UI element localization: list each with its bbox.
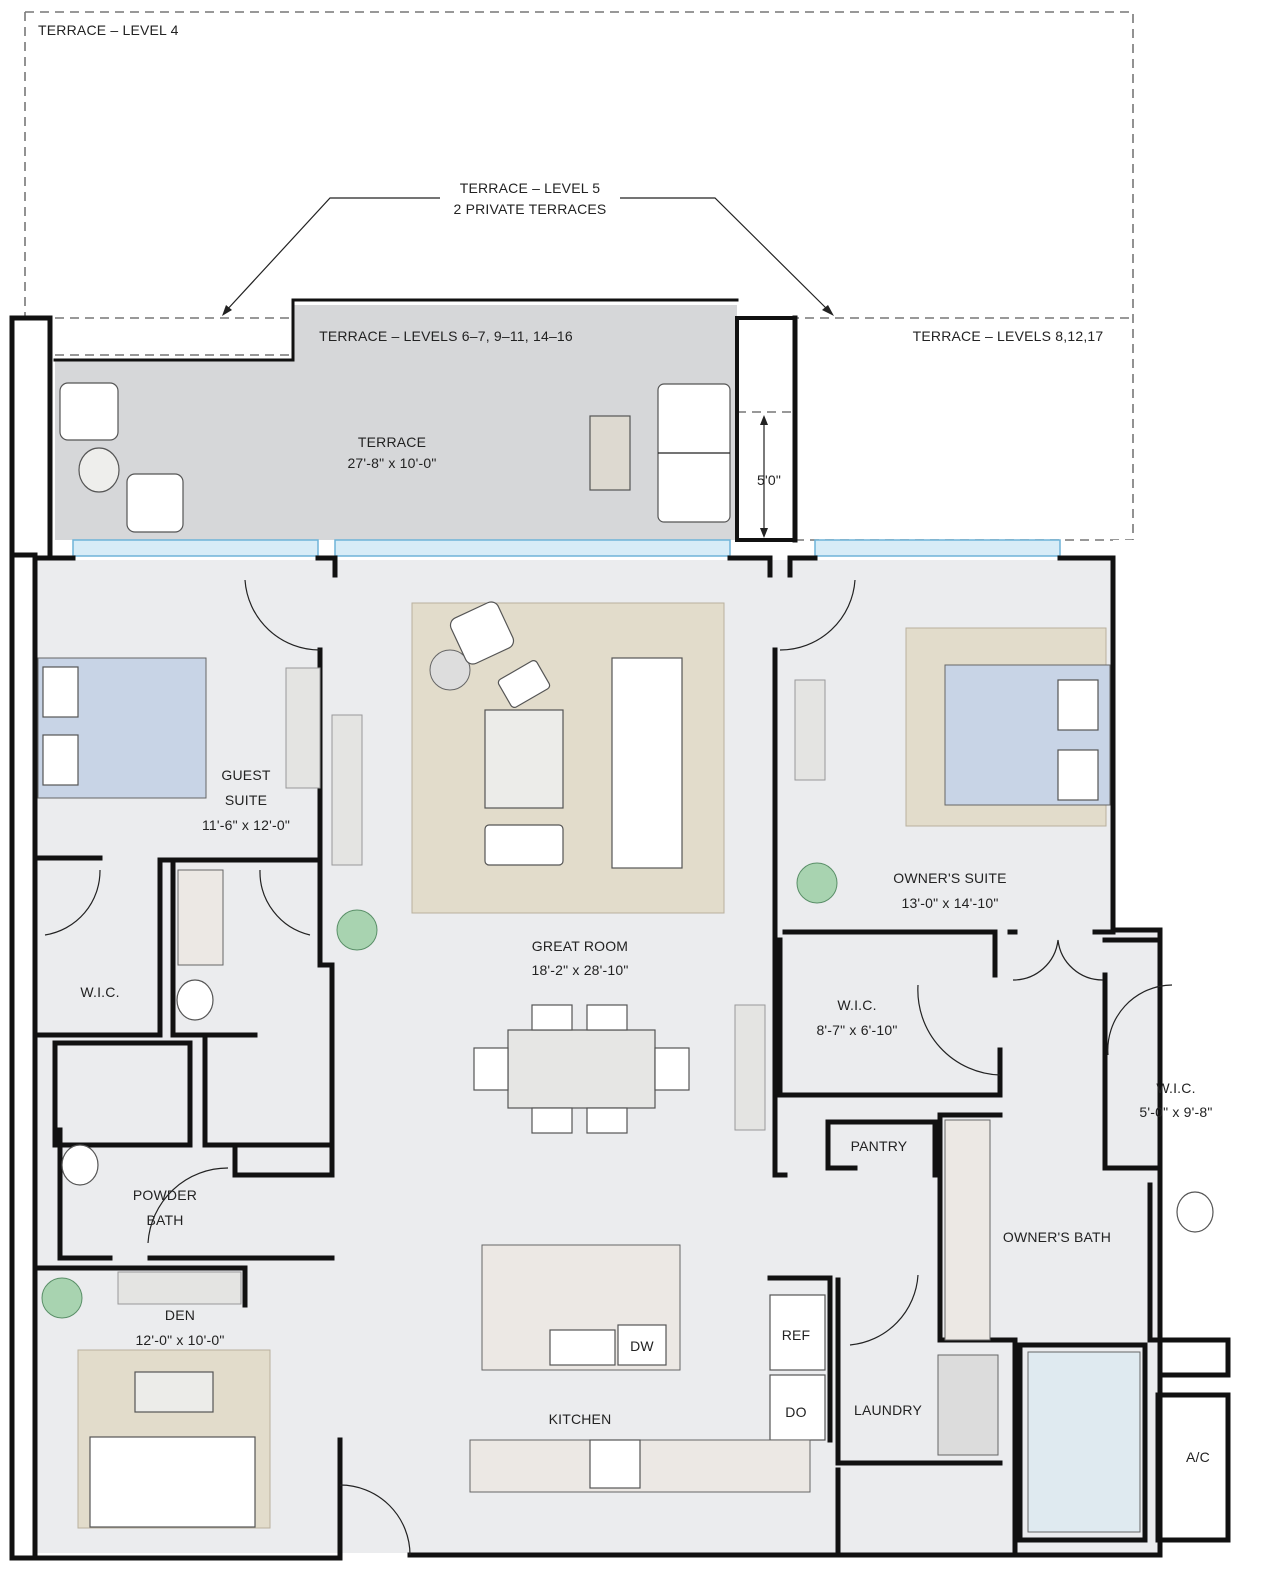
doors <box>44 579 1173 1556</box>
label-kitchen: KITCHEN <box>549 1411 612 1427</box>
terrace-area <box>55 305 737 540</box>
label-owners-wic-size: 8'-7" x 6'-10" <box>816 1022 897 1038</box>
label-dishwasher: DW <box>630 1338 654 1354</box>
terrace-level4-outline <box>24 11 1134 540</box>
label-laundry: LAUNDRY <box>854 1402 923 1418</box>
label-terrace-level5: TERRACE – LEVEL 5 <box>460 180 601 196</box>
windows <box>72 539 1061 557</box>
label-guest-suite-size: 11'-6" x 12'-0" <box>202 817 290 833</box>
dimension-line <box>760 415 768 538</box>
label-powder-bath: POWDER <box>133 1187 197 1203</box>
label-terrace-levels-8-12-17: TERRACE – LEVELS 8,12,17 <box>913 328 1104 344</box>
label-owners-wic-2-size: 5'-0" x 9'-8" <box>1139 1104 1212 1120</box>
furniture <box>37 601 1214 1533</box>
label-terrace-size: 27'-8" x 10'-0" <box>347 455 436 471</box>
label-owners-bath: OWNER'S BATH <box>1003 1229 1111 1245</box>
terrace-furniture <box>59 382 731 533</box>
label-pantry: PANTRY <box>851 1138 908 1154</box>
label-guest-wic: W.I.C. <box>80 984 119 1000</box>
label-great-room: GREAT ROOM <box>532 938 628 954</box>
label-owners-suite-size: 13'-0" x 14'-10" <box>901 895 998 911</box>
label-owners-wic: W.I.C. <box>837 997 876 1013</box>
label-guest-suite: GUEST <box>221 767 270 783</box>
label-guest-suite-2: SUITE <box>225 792 267 808</box>
label-powder-bath-2: BATH <box>146 1212 183 1228</box>
terrace-level5-arrows <box>222 197 834 316</box>
label-owners-suite: OWNER'S SUITE <box>893 870 1006 886</box>
label-ac: A/C <box>1186 1449 1210 1465</box>
label-terrace-level4: TERRACE – LEVEL 4 <box>38 22 179 38</box>
label-terrace-level5-sub: 2 PRIVATE TERRACES <box>454 201 607 217</box>
label-refrigerator: REF <box>782 1327 811 1343</box>
labels: TERRACE – LEVEL 4 TERRACE – LEVEL 5 2 PR… <box>38 22 1212 1465</box>
label-den: DEN <box>165 1307 195 1323</box>
label-terrace: TERRACE <box>358 434 426 450</box>
label-dimension-5ft: 5'0" <box>757 472 781 488</box>
label-terrace-levels-6-16: TERRACE – LEVELS 6–7, 9–11, 14–16 <box>319 328 573 344</box>
label-double-oven: DO <box>785 1404 806 1420</box>
label-den-size: 12'-0" x 10'-0" <box>135 1332 224 1348</box>
plant-icon <box>41 1277 83 1319</box>
label-great-room-size: 18'-2" x 28'-10" <box>531 962 628 978</box>
plant-icon <box>336 909 378 951</box>
plant-icon <box>796 862 838 904</box>
interior-walls <box>9 555 1231 1561</box>
label-owners-wic-2: W.I.C. <box>1156 1080 1195 1096</box>
